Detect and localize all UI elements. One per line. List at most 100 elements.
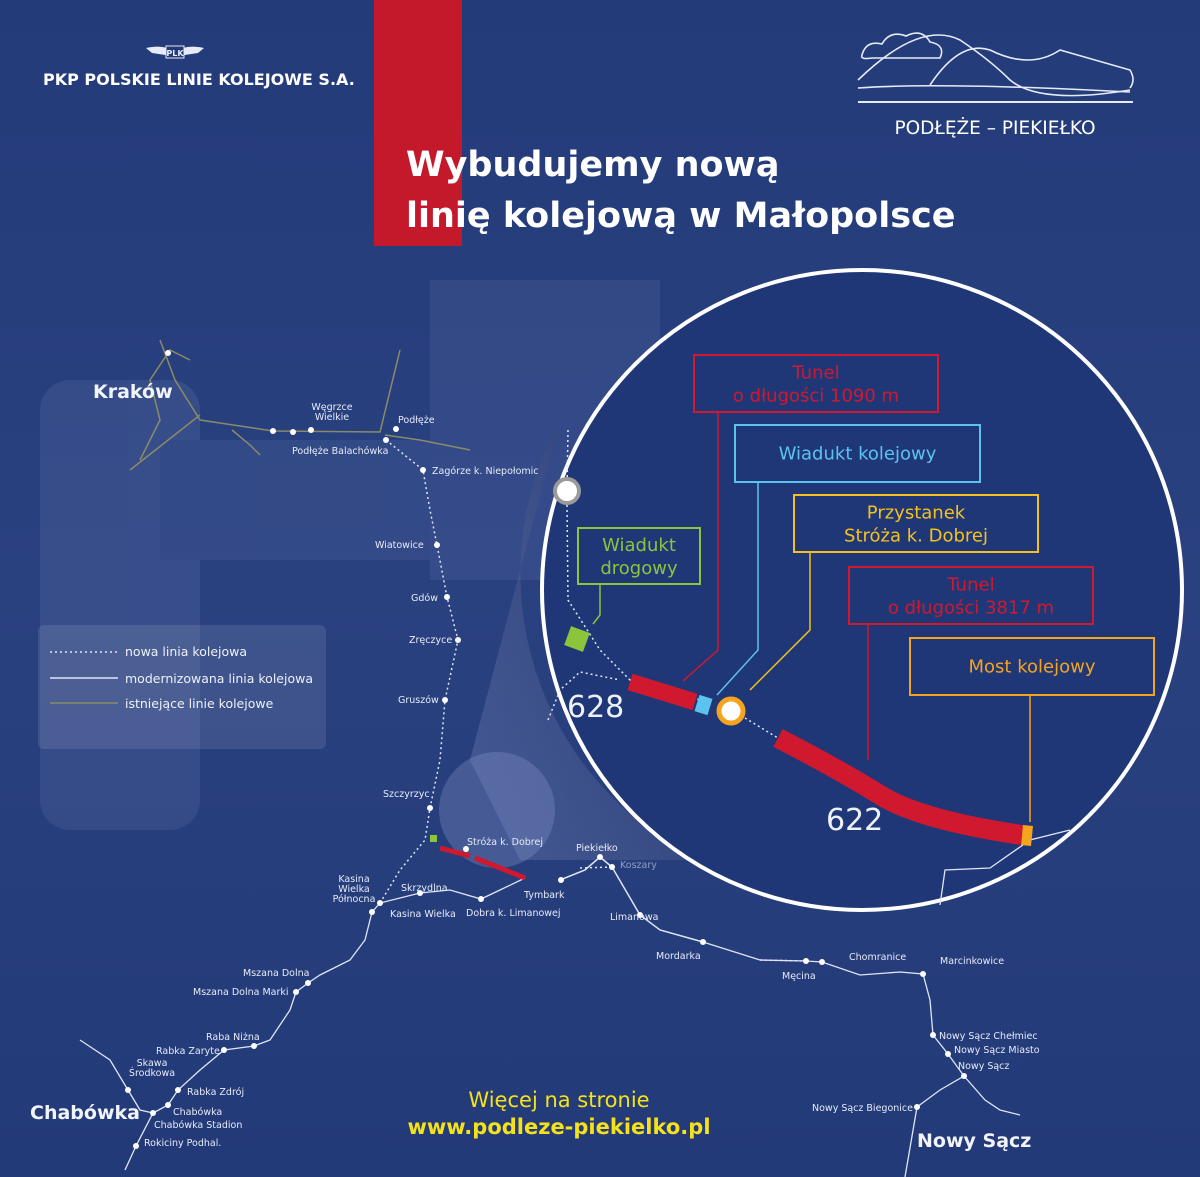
callout-text: o długości 1090 m <box>733 386 899 407</box>
station-label: Mszana Dolna Marki <box>193 987 289 998</box>
callout-box <box>793 494 1039 553</box>
mountain-icon <box>857 34 1131 97</box>
station-label: Zręczyce <box>409 635 452 646</box>
title-line-1: Wybudujemy nową <box>406 145 779 185</box>
station-dot <box>125 1087 131 1093</box>
legend-label-new: nowa linia kolejowa <box>125 644 247 659</box>
station-dot <box>914 1104 920 1110</box>
city-chabowka: Chabówka <box>30 1102 140 1124</box>
station-label-line: Rabka Zaryte <box>156 1046 220 1057</box>
station-label-line: Mszana Dolna Marki <box>193 987 289 998</box>
station-label: Rokiciny Podhal. <box>144 1138 221 1149</box>
station-label: Nowy Sącz Miasto <box>954 1045 1040 1056</box>
station-label-line: Mordarka <box>656 951 701 962</box>
station-label-line: Środkowa <box>129 1067 175 1079</box>
station-label-line: Wielkie <box>315 412 349 423</box>
station-label-line: Nowy Sącz Miasto <box>954 1045 1040 1056</box>
existing-lines-krakow <box>129 339 471 471</box>
station-label: Koszary <box>620 860 657 871</box>
station-dot <box>463 846 469 852</box>
callout-text: Wiadukt kolejowy <box>779 444 937 465</box>
callout-text: Most kolejowy <box>969 657 1096 678</box>
rail-lines <box>79 339 1021 1177</box>
inset-circle <box>540 268 1184 912</box>
callout-text: Tunel <box>946 575 994 596</box>
station-label: Skrzydlna <box>401 883 448 894</box>
station-marker-large <box>553 477 581 505</box>
station-dot <box>920 971 926 977</box>
station-label: Gruszów <box>398 695 439 706</box>
legend-label-modernized: modernizowana linia kolejowa <box>125 671 313 686</box>
station-label-line: Gdów <box>411 593 438 604</box>
station-label-line: Skrzydlna <box>401 883 448 894</box>
station-dot <box>165 350 171 356</box>
city-krakow: Kraków <box>93 381 173 403</box>
station-label-line: Męcina <box>782 971 816 982</box>
title-line-2: linię kolejową w Małopolsce <box>406 196 956 236</box>
stop-stroza-marker <box>716 696 746 726</box>
station-label: Chabówka Stadion <box>154 1120 242 1131</box>
callout-text: drogowy <box>600 558 678 579</box>
rail-viaduct-marker <box>694 694 713 716</box>
station-label-line: Raba Niżna <box>206 1032 260 1043</box>
station-label-line: Tymbark <box>523 890 565 901</box>
station-label: Nowy Sącz <box>958 1061 1009 1072</box>
website-link[interactable]: www.podleze-piekielko.pl <box>407 1115 710 1139</box>
station-label-line: Nowy Sącz Biegonice <box>812 1103 913 1114</box>
station-label-line: Limanowa <box>610 912 658 923</box>
station-label: Podłęże <box>398 415 435 426</box>
new-line-north <box>379 439 459 904</box>
station-label-line: Piekiełko <box>576 843 618 854</box>
station-label-line: Chomranice <box>849 952 906 963</box>
station-dot <box>442 697 448 703</box>
legend-panel <box>38 625 326 749</box>
station-dot <box>369 909 375 915</box>
station-dot <box>305 980 311 986</box>
callout-4: Most kolejowy <box>909 637 1155 822</box>
station-label: Raba Niżna <box>206 1032 260 1043</box>
station-label: Podłęże Balachówka <box>292 446 388 457</box>
station-dot <box>961 1073 967 1079</box>
station-dot <box>308 427 314 433</box>
winged-wheel-icon <box>146 46 204 56</box>
callout-box <box>909 637 1155 696</box>
station-label-line: Nowy Sącz <box>958 1061 1009 1072</box>
station-label: Wiatowice <box>375 540 424 551</box>
station-label-line: Kasina Wielka <box>390 909 456 920</box>
station-label-line: Wielka <box>338 884 369 895</box>
station-dot <box>427 805 433 811</box>
station-label: Szczyrzyc <box>383 789 430 800</box>
station-label-line: Dobra k. Limanowej <box>466 908 561 919</box>
station-label: Gdów <box>411 593 438 604</box>
station-label-line: Koszary <box>620 860 657 871</box>
station-label-line: Podłęże <box>398 415 435 426</box>
station-dot <box>597 854 603 860</box>
station-dot <box>133 1143 139 1149</box>
station-label-line: Chabówka Stadion <box>154 1120 242 1131</box>
callout-1: Wiadukt kolejowy <box>716 424 981 696</box>
station-dot <box>637 912 643 918</box>
station-dot <box>383 437 389 443</box>
callout-box <box>848 566 1094 625</box>
station-dot <box>420 467 426 473</box>
station-label-line: Stróża k. Dobrej <box>467 837 543 848</box>
station-dot <box>293 989 299 995</box>
legend: nowa linia kolejowa modernizowana linia … <box>50 644 313 711</box>
station-label-line: Szczyrzyc <box>383 789 430 800</box>
station-dot <box>150 1110 156 1116</box>
station-label: Mordarka <box>656 951 701 962</box>
callout-text: Przystanek <box>867 503 966 524</box>
callout-pointer <box>682 412 719 682</box>
callout-pointer <box>749 552 811 691</box>
railway-bridge-marker <box>1021 825 1033 846</box>
station-label-line: Skawa <box>137 1058 168 1069</box>
station-dot <box>434 542 440 548</box>
station-label: Rabka Zdrój <box>187 1087 244 1098</box>
callout-text: Wiadukt <box>602 535 676 556</box>
station-label-line: Zagórze k. Niepołomic <box>432 466 539 477</box>
